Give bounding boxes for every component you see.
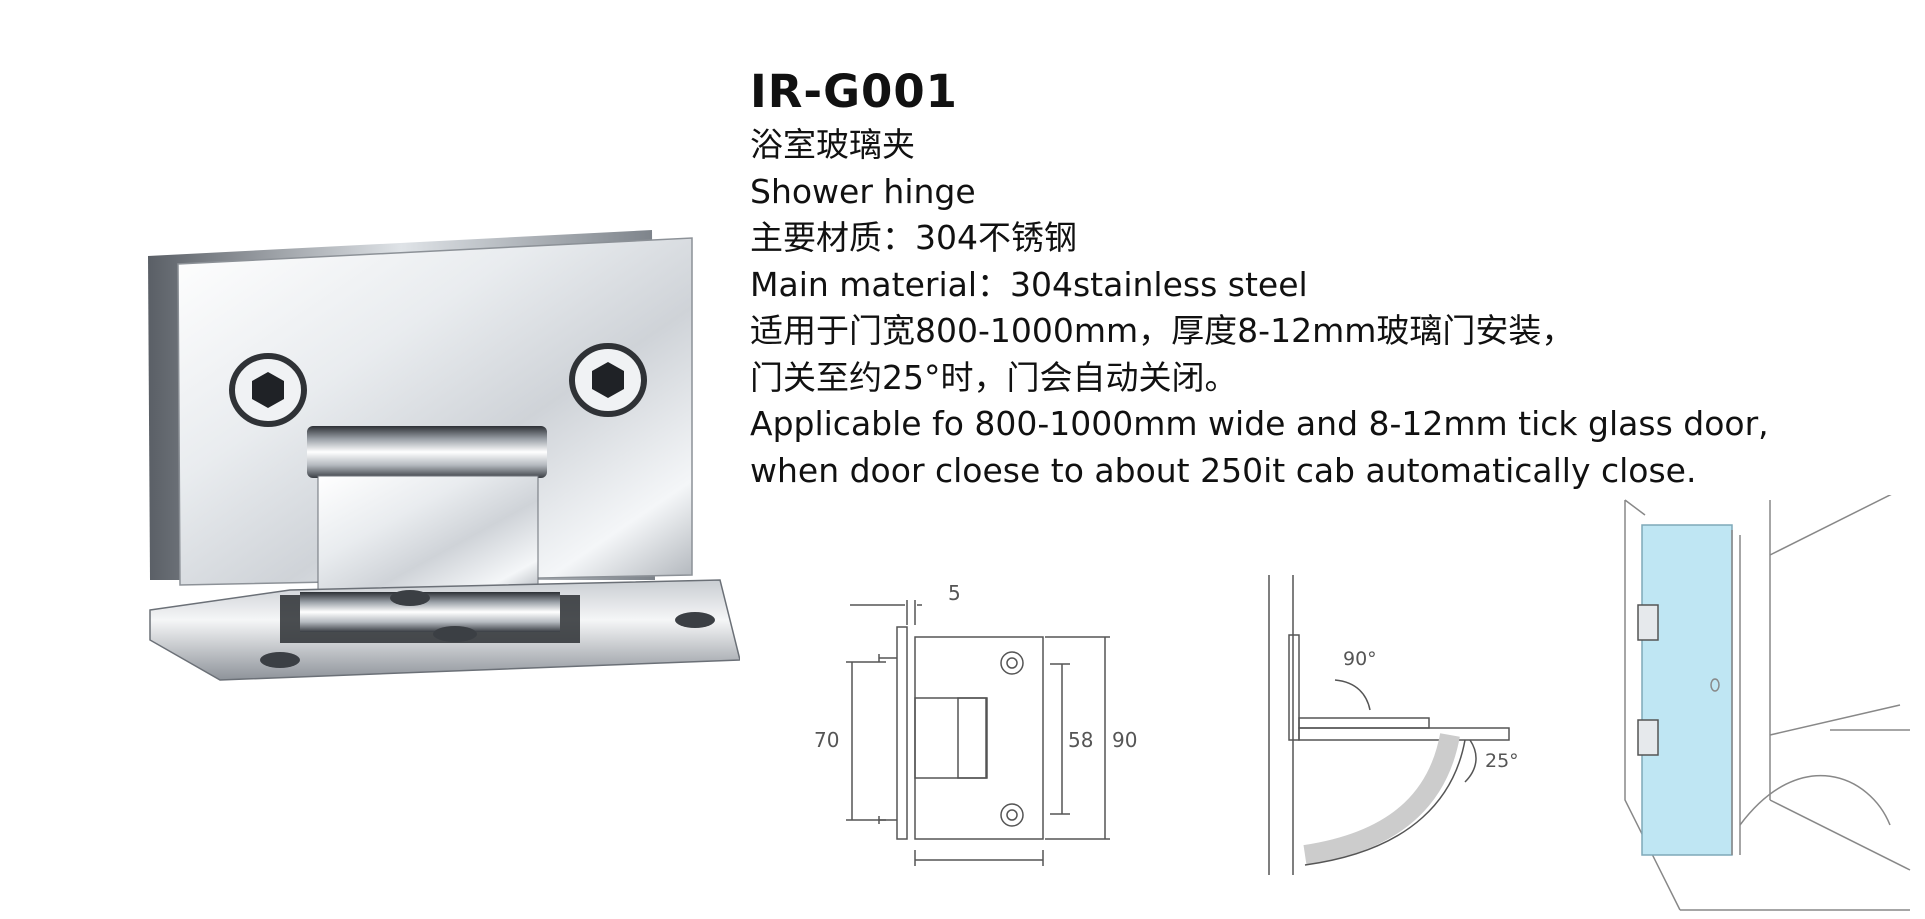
door-edge: [1298, 727, 1510, 741]
plate-height-label: 70: [814, 728, 839, 752]
hinge-inner: [957, 697, 987, 779]
gap-dimension-lines: [850, 600, 922, 625]
screw-icon: [1000, 651, 1024, 675]
usage-cn-line-2: 门关至约25°时，门会自动关闭。: [750, 357, 1238, 397]
right-screw-icon: [569, 343, 647, 417]
swing-arc-outer: [1304, 739, 1466, 866]
bathtub-outline: [1739, 774, 1891, 826]
swing-arc: [1303, 733, 1460, 865]
door-closed: [1288, 634, 1300, 741]
arc-25-arrow: [1464, 739, 1477, 783]
base-knuckle: [300, 592, 560, 632]
dimension-drawing: 5 70 58 90: [800, 570, 1170, 890]
door-knob-icon: [1710, 678, 1720, 692]
screw-icon: [1006, 657, 1018, 669]
glass-door: [1641, 524, 1733, 856]
wall-pins: [878, 654, 897, 824]
angle-diagram: 90° 25°: [1265, 570, 1525, 890]
width-dimension-lines: [914, 850, 1044, 866]
hinge-body: [317, 475, 539, 597]
model-code: IR-G001: [750, 65, 958, 118]
product-photo: [140, 220, 741, 720]
left-screw-icon: [229, 353, 307, 427]
installation-sketch: [1620, 484, 1920, 915]
usage-en-line-2: when door cloese to about 250it cab auto…: [750, 450, 1697, 490]
wall-plate: [896, 626, 908, 840]
angle-25-label: 25°: [1485, 750, 1519, 772]
hinge-knuckle: [307, 426, 547, 478]
angle-90-label: 90°: [1343, 648, 1377, 670]
spec-block: IR-G001 浴室玻璃夹 Shower hinge 主要材质：304不锈钢 M…: [750, 62, 1900, 494]
wall-lines: [1769, 484, 1911, 871]
base-hole-icon: [675, 612, 715, 628]
upper-hinge-icon: [1637, 604, 1659, 641]
outer-height-label: 90: [1112, 728, 1137, 752]
front-plate: [177, 237, 693, 586]
door-open-90: [1298, 717, 1430, 729]
arc-90-arrow: [1334, 679, 1371, 711]
screw-icon: [1000, 803, 1024, 827]
usage-en-line-1: Applicable fo 800-1000mm wide and 8-12mm…: [750, 404, 1769, 443]
glass-plate: [914, 636, 1044, 840]
base-hole-icon: [260, 652, 300, 668]
lower-hinge-icon: [1637, 719, 1659, 756]
inner-height-label: 58: [1068, 728, 1093, 752]
screw-icon: [1006, 809, 1018, 821]
material-en: Main material：304stainless steel: [750, 264, 1308, 304]
material-cn: 主要材质：304不锈钢: [750, 218, 1077, 257]
product-name-cn: 浴室玻璃夹: [750, 125, 915, 164]
plate-height-dimension-lines: [846, 661, 886, 821]
product-name-en: Shower hinge: [750, 171, 976, 211]
usage-cn-line-1: 适用于门宽800-1000mm，厚度8-12mm玻璃门安装，: [750, 311, 1575, 350]
door-frame: [1731, 530, 1741, 855]
gap-label: 5: [948, 581, 961, 605]
base-hole-icon: [433, 626, 477, 642]
base-hole-icon: [390, 590, 430, 606]
room-outline: [1624, 499, 1910, 911]
outer-height-dimension-lines: [1045, 636, 1110, 840]
inner-height-dimension-lines: [1050, 663, 1070, 815]
wall-section: [1268, 575, 1294, 875]
hinge-knuckle-outline: [914, 697, 988, 779]
hinge-illustration: [148, 230, 741, 681]
